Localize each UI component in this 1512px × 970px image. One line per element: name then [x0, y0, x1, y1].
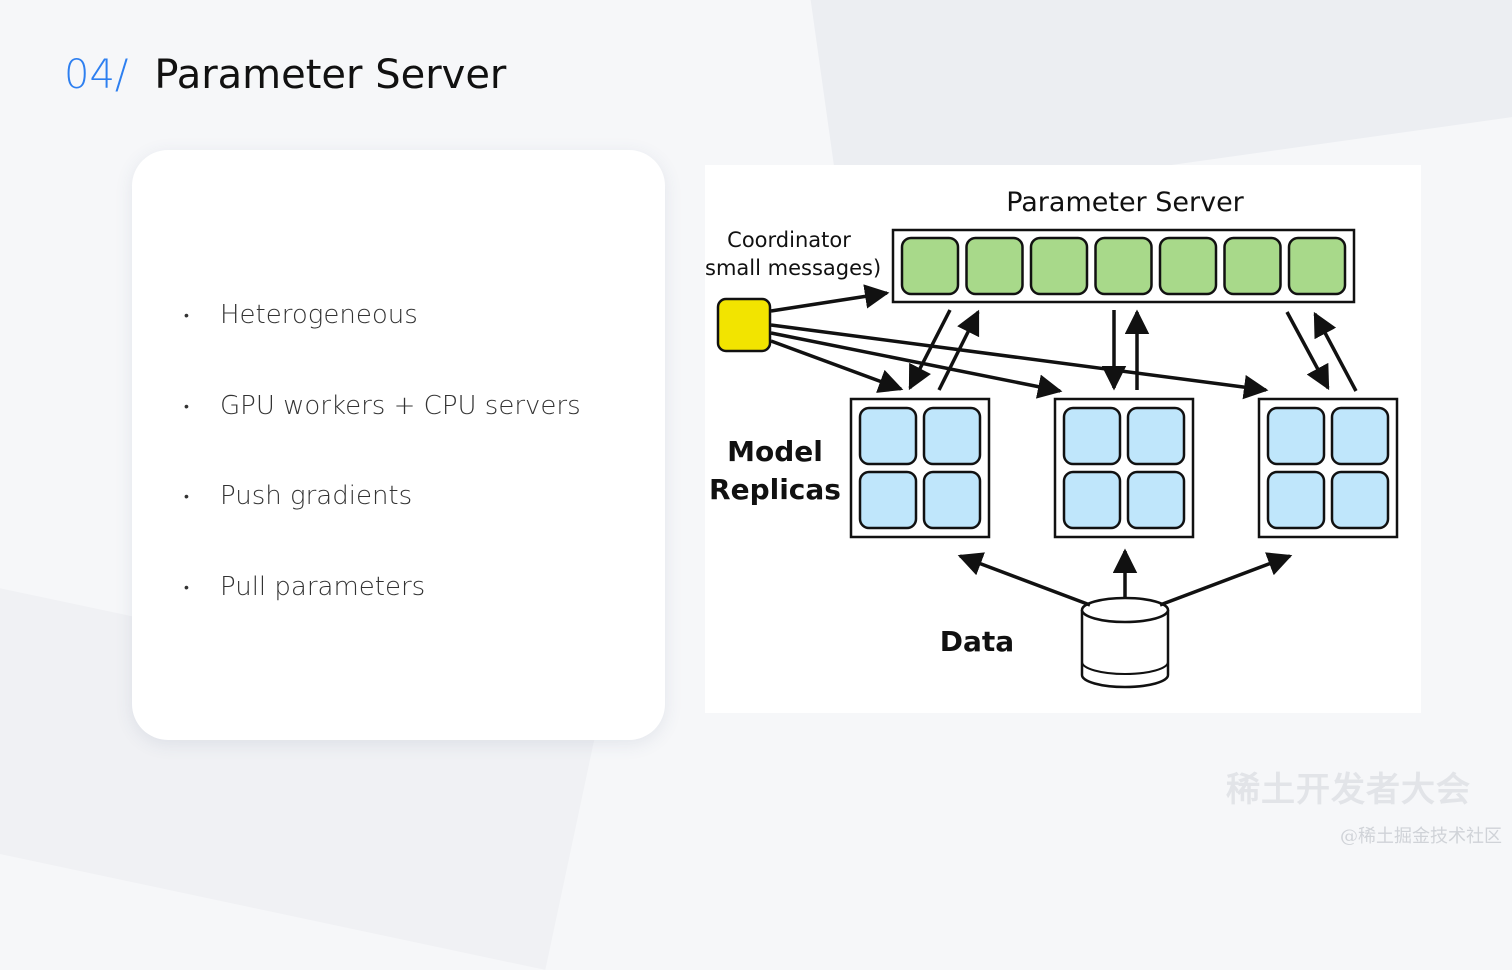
- worker-cell: [1266, 470, 1326, 530]
- credit-watermark: @稀土掘金技术社区: [1340, 826, 1502, 847]
- bullet-text: Heterogeneous: [220, 300, 418, 330]
- push-arrow: [1313, 311, 1358, 392]
- bullet-dot-icon: •: [184, 578, 189, 595]
- worker-cell: [922, 406, 982, 466]
- pull-arrow: [1285, 311, 1330, 391]
- bullet-dot-icon: •: [184, 307, 189, 323]
- bullet-list: • Heterogeneous • GPU workers + CPU serv…: [182, 300, 581, 662]
- server-shard: [1223, 236, 1282, 296]
- event-watermark: 稀土开发者大会: [1226, 770, 1471, 810]
- coordinator-to-replica-arrow: [770, 339, 904, 393]
- replicas-sublabel: Replicas: [709, 473, 841, 506]
- bullet-dot-icon: •: [184, 397, 189, 414]
- coordinator-to-server-arrow: [770, 284, 890, 313]
- worker-cell: [1330, 470, 1390, 530]
- worker-cell: [1266, 406, 1326, 466]
- bullet-item: • Pull parameters: [182, 572, 581, 602]
- slide-header: 04/ Parameter Server: [64, 52, 506, 102]
- bullet-text: Push gradients: [220, 481, 413, 511]
- data-store-icon: [1080, 596, 1170, 689]
- bullet-text: GPU workers + CPU servers: [220, 390, 581, 421]
- server-shard: [965, 236, 1024, 296]
- slide-title: Parameter Server: [154, 52, 507, 98]
- bullet-card: • Heterogeneous • GPU workers + CPU serv…: [132, 150, 665, 740]
- server-shard: [1029, 236, 1089, 296]
- bullet-item: • Heterogeneous: [182, 300, 581, 330]
- server-shard: [1158, 236, 1218, 296]
- worker-cell: [858, 406, 918, 466]
- worker-cell: [1062, 470, 1122, 530]
- replicas-label: Model: [727, 435, 823, 468]
- model-replica: [849, 397, 991, 539]
- server-shard: [1287, 236, 1347, 296]
- section-number: 04/: [64, 52, 129, 98]
- coordinator-label: Coordinator: [727, 228, 851, 252]
- coordinator-node: [716, 297, 772, 353]
- bullet-item: • GPU workers + CPU servers: [182, 391, 581, 421]
- worker-cell: [1126, 406, 1186, 466]
- pull-arrow: [908, 309, 952, 391]
- diagram-title: Parameter Server: [1006, 187, 1244, 218]
- data-to-replica-arrow: [1159, 552, 1293, 607]
- coordinator-sublabel: (small messages): [705, 256, 881, 280]
- worker-cell: [1062, 406, 1122, 466]
- model-replica: [1053, 397, 1195, 539]
- model-replica: [1257, 397, 1399, 539]
- parameter-server-diagram: Parameter Server Coordinator (small mess…: [705, 165, 1421, 713]
- server-shard: [1094, 236, 1153, 296]
- server-shards: [900, 236, 1347, 296]
- push-arrow: [937, 309, 980, 391]
- bullet-text: Pull parameters: [220, 571, 426, 602]
- bullet-dot-icon: •: [184, 488, 189, 504]
- worker-cell: [922, 470, 982, 530]
- diagram-svg: Parameter Server Coordinator (small mess…: [705, 187, 1399, 689]
- coordinator-to-replica-arrow: [770, 331, 1063, 399]
- worker-cell: [1330, 406, 1390, 466]
- coordinator-to-replica-arrow: [770, 323, 1269, 400]
- data-label: Data: [940, 625, 1014, 658]
- model-replicas: [849, 397, 1399, 539]
- worker-cell: [858, 470, 918, 530]
- worker-cell: [1126, 470, 1186, 530]
- bullet-item: • Push gradients: [182, 481, 581, 511]
- data-to-replica-arrow: [957, 552, 1091, 607]
- server-shard: [900, 236, 960, 296]
